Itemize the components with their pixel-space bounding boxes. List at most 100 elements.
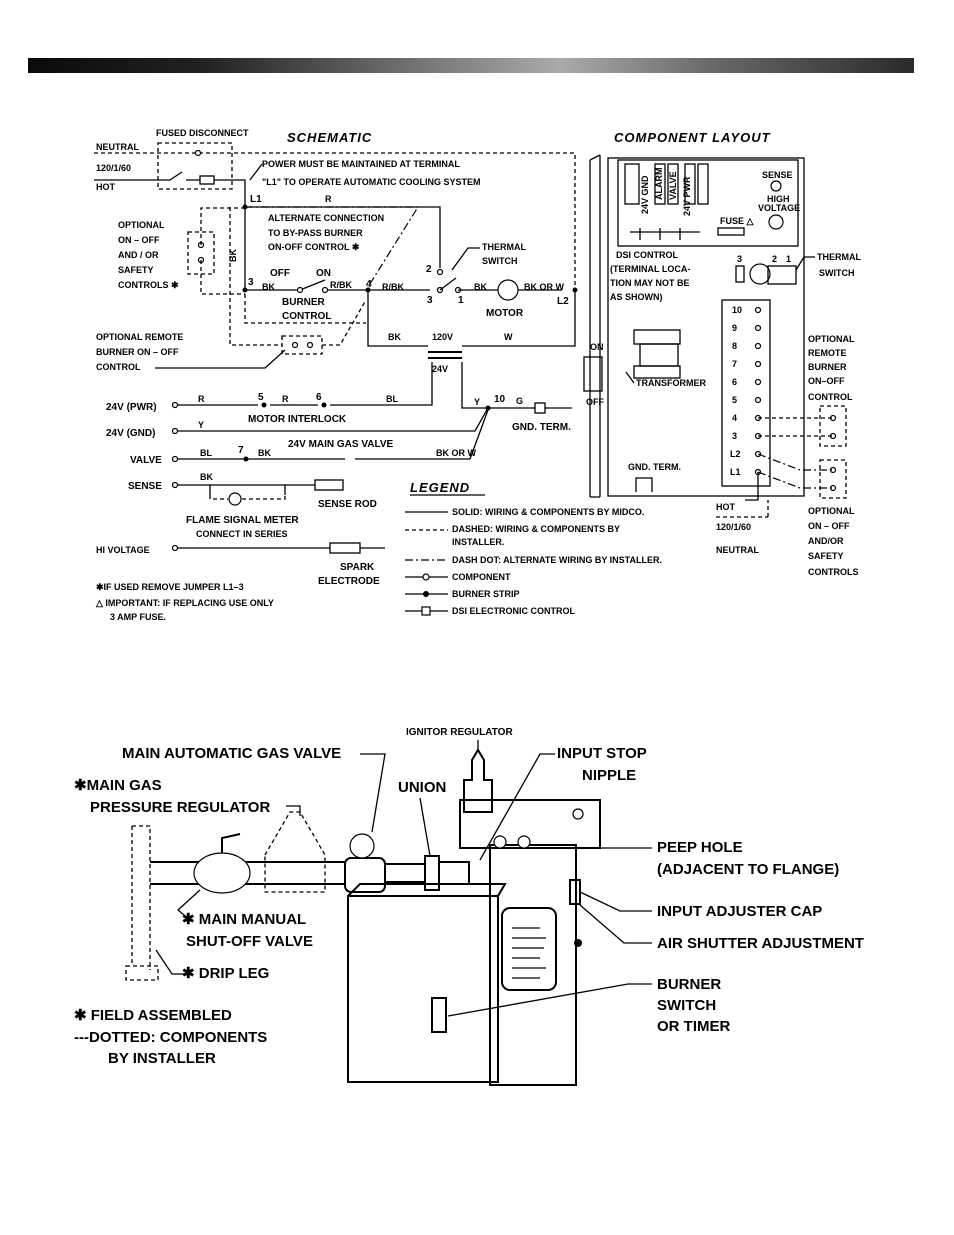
input-stop-nipple	[438, 861, 470, 885]
input-stop-label-1: INPUT STOP	[557, 745, 647, 762]
transformer-top	[633, 329, 681, 345]
dsi-small-label-3: VALVE	[668, 171, 678, 200]
power-note-line2: "L1" TO OPERATE AUTOMATIC COOLING SYSTEM	[262, 177, 481, 187]
transformer-primary-right	[462, 290, 576, 347]
spark-electrode-label-1: SPARK	[340, 562, 375, 573]
dsi-label-1: DSI CONTROL	[616, 250, 679, 260]
terminal-3: 3	[732, 431, 737, 441]
sense-board-label: SENSE	[762, 170, 793, 180]
transformer-leader	[625, 371, 635, 384]
control-window	[501, 907, 557, 991]
high-voltage-2: VOLTAGE	[758, 203, 800, 213]
terminal-5-label: 5	[258, 392, 264, 403]
terminal-4-label: 4	[366, 279, 372, 290]
screw-10	[754, 306, 762, 314]
remote-layout-box	[819, 405, 847, 447]
r-pwr-label: R	[198, 394, 205, 404]
fuse-symbol	[199, 175, 215, 185]
bl-label: BL	[386, 394, 398, 404]
remote-control-wiring	[229, 207, 367, 346]
thermal-switch-label-2: SWITCH	[482, 256, 518, 266]
legend-dashed-2: INSTALLER.	[452, 537, 504, 547]
terminal-6-label: 6	[316, 392, 322, 403]
fuse-note-2: 3 AMP FUSE.	[110, 612, 166, 622]
ts-layout-3: 3	[737, 254, 742, 264]
dotted-label-2: BY INSTALLER	[108, 1050, 216, 1067]
ts-layout-2: 2	[772, 254, 777, 264]
ts-terminal-3-label: 3	[427, 295, 433, 306]
gnd-wire	[172, 407, 535, 432]
dsi-chip-2	[654, 163, 666, 205]
w-wire-label: W	[504, 332, 513, 342]
terminal-7: 7	[732, 359, 737, 369]
spark-electrode-label-2: ELECTRODE	[318, 576, 380, 587]
valve-return-wire	[469, 409, 489, 460]
control-box	[489, 844, 577, 1086]
optional-controls-4: SAFETY	[118, 265, 154, 275]
thermal-switch-leader	[451, 247, 480, 271]
terminal-8: 8	[732, 341, 737, 351]
dsi-chip-4	[684, 163, 696, 205]
manual-valve-leader	[177, 889, 201, 921]
burner-switch-body[interactable]	[431, 997, 447, 1033]
sense-terminal-board	[770, 180, 782, 192]
terminal-list: 10 9 8 7 6 5 4 3 L2 L1	[730, 305, 742, 477]
transformer-bottom	[633, 365, 681, 379]
gnd-term-layout-label: GND. TERM.	[628, 462, 681, 472]
terminal-screws	[754, 306, 762, 476]
dsi-small-label-4: 24V PWR	[682, 176, 692, 216]
burner-switch-terminal-b	[321, 286, 329, 294]
input-stop-leader	[479, 753, 555, 861]
pwr-label: 24V (PWR)	[106, 402, 157, 413]
dsi-label-2: (TERMINAL LOCA-	[610, 264, 690, 274]
nipple-to-union	[384, 863, 426, 883]
gnd-label: 24V (GND)	[106, 428, 155, 439]
burner-control-label-1: BURNER	[282, 297, 326, 308]
neutral-label: NEUTRAL	[96, 142, 139, 152]
remote-terminal-b	[306, 341, 314, 349]
motor-interlock-label: MOTOR INTERLOCK	[248, 414, 347, 425]
off-label: OFF	[270, 268, 290, 279]
on-off-switch[interactable]	[583, 356, 603, 392]
bk-valve-label: BK	[258, 448, 271, 458]
remote-control-box	[281, 335, 323, 355]
legend-solid: SOLID: WIRING & COMPONENTS BY MIDCO.	[452, 507, 644, 517]
optional-controls-2: ON – OFF	[118, 235, 160, 245]
control-window-lines	[512, 927, 546, 979]
bk-burner-label: BK	[262, 282, 275, 292]
terminal-4: 4	[732, 413, 737, 423]
neutral-layout-label: NEUTRAL	[716, 545, 759, 555]
ts-terminal-2	[436, 268, 444, 276]
optional-controls-wiring	[200, 207, 245, 295]
terminal-l1: L1	[730, 467, 741, 477]
dsi-chip-5	[697, 163, 709, 205]
screw-8	[754, 342, 762, 350]
terminal-3-node	[242, 287, 248, 293]
remote-layout-2: REMOTE	[808, 348, 847, 358]
ts-layout-body	[767, 265, 797, 285]
supply-layout-label: 120/1/60	[716, 522, 751, 532]
safety-layout-4: SAFETY	[808, 551, 844, 561]
field-assembled-label: ✱ FIELD ASSEMBLED	[74, 1007, 232, 1024]
peep-hole-label-1: PEEP HOLE	[657, 839, 743, 856]
input-stop-label-2: NIPPLE	[582, 767, 636, 784]
remote-control-label-1: OPTIONAL REMOTE	[96, 332, 183, 342]
legend-dsi-symbol	[421, 606, 431, 616]
terminal-5-node	[261, 402, 267, 408]
remote-layout-4: ON–OFF	[808, 376, 845, 386]
main-gas-regulator-label-1: ✱MAIN GAS	[74, 777, 162, 794]
panel-side	[589, 154, 601, 498]
peep-hole-label-2: (ADJACENT TO FLANGE)	[657, 861, 839, 878]
safety-layout-3: AND/OR	[808, 536, 844, 546]
dotted-label-1: ---DOTTED: COMPONENTS	[74, 1029, 267, 1046]
pwr-terminal	[171, 401, 179, 409]
gnd-term-layout	[635, 477, 653, 492]
legend-dashdot: DASH DOT: ALTERNATE WIRING BY INSTALLER.	[452, 555, 662, 565]
bk-or-w-valve-label: BK OR W	[436, 448, 477, 458]
housing-top	[347, 883, 507, 897]
ignitor-regulator	[463, 748, 493, 813]
burner-assembly-drawing: IGNITOR REGULATOR MAIN AUTOMATIC GAS VAL…	[74, 727, 864, 1086]
ground-terminal-symbol	[534, 402, 546, 414]
legend: LEGEND SOLID: WIRING & COMPONENTS BY MID…	[405, 480, 662, 616]
l2-label: L2	[557, 296, 569, 307]
